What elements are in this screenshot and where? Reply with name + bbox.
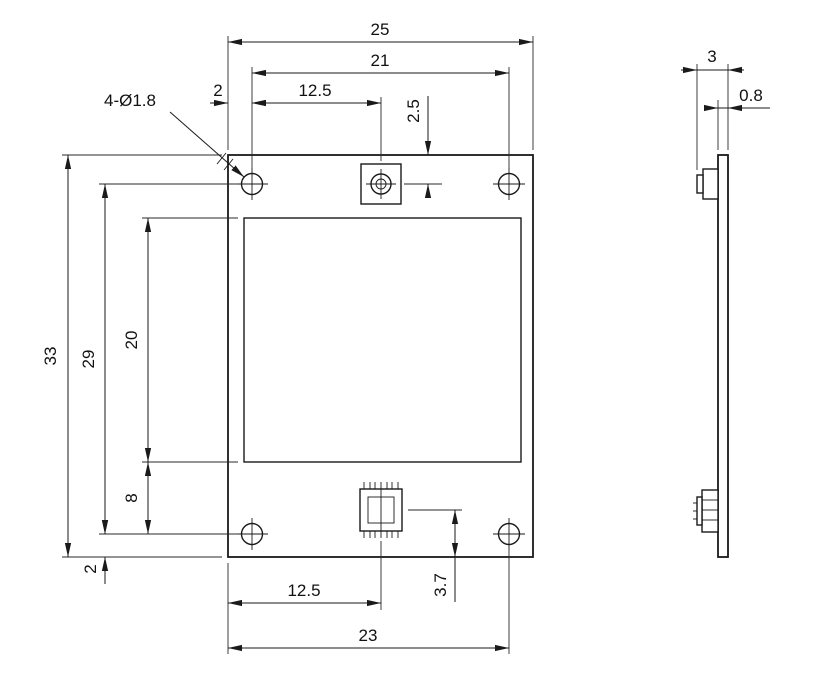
dim-connector-offset-y-label: 3.7 <box>431 573 450 597</box>
dim-edge-to-hole-width-label: 23 <box>359 626 378 645</box>
dimension-3: 3 <box>681 47 744 74</box>
mounting-hole-top-left <box>236 168 268 200</box>
dimension-0p8: 0.8 <box>704 86 770 112</box>
dimension-12p5-top: 12.5 <box>252 81 381 107</box>
mounting-hole-bottom-left <box>236 518 268 550</box>
connector-side-profile <box>693 489 719 533</box>
front-view: 25 21 2 12.5 2.5 33 29 <box>41 20 534 654</box>
dim-overall-height-label: 33 <box>41 347 60 366</box>
lens-side-profile <box>696 168 719 200</box>
dimension-3p7: 3.7 <box>431 510 459 602</box>
board-side-profile <box>717 154 729 558</box>
dimension-2p5: 2.5 <box>404 96 432 198</box>
connector-component <box>359 482 403 538</box>
mounting-hole-bottom-right <box>493 518 525 550</box>
dim-window-to-hole-label: 8 <box>122 493 141 502</box>
dimension-29: 29 <box>79 184 109 534</box>
dimension-2-bottom: 2 <box>81 520 109 584</box>
display-window <box>243 217 522 463</box>
dimension-21: 21 <box>252 51 509 77</box>
lens-component <box>360 163 402 205</box>
dim-edge-margin-top-label: 2 <box>213 81 222 100</box>
dimension-2-top: 2 <box>210 81 270 107</box>
dimension-25: 25 <box>228 20 533 46</box>
side-view: 3 0.8 <box>681 47 770 558</box>
hole-callout: 4-Ø1.8 <box>104 91 245 178</box>
hole-callout-label: 4-Ø1.8 <box>104 91 156 110</box>
dimension-12p5-bottom: 12.5 <box>228 581 381 607</box>
extension-lines <box>62 36 534 654</box>
dim-connector-offset-x-label: 12.5 <box>287 581 320 600</box>
dim-overall-thickness-label: 3 <box>707 47 716 66</box>
dim-hole-pitch-height-label: 29 <box>79 350 98 369</box>
dimension-23: 23 <box>228 626 509 652</box>
dim-board-thickness-label: 0.8 <box>739 86 763 105</box>
mounting-hole-top-right <box>493 168 525 200</box>
dim-lens-offset-y-label: 2.5 <box>404 99 423 123</box>
dimension-33: 33 <box>41 155 72 557</box>
dim-window-height-label: 20 <box>122 331 141 350</box>
dimension-8: 8 <box>122 462 152 534</box>
dim-overall-width-label: 25 <box>371 20 390 39</box>
dimension-20: 20 <box>122 218 152 462</box>
dim-edge-margin-bottom-label: 2 <box>81 564 100 573</box>
dim-lens-offset-x-label: 12.5 <box>298 81 331 100</box>
dim-hole-pitch-width-label: 21 <box>371 51 390 70</box>
